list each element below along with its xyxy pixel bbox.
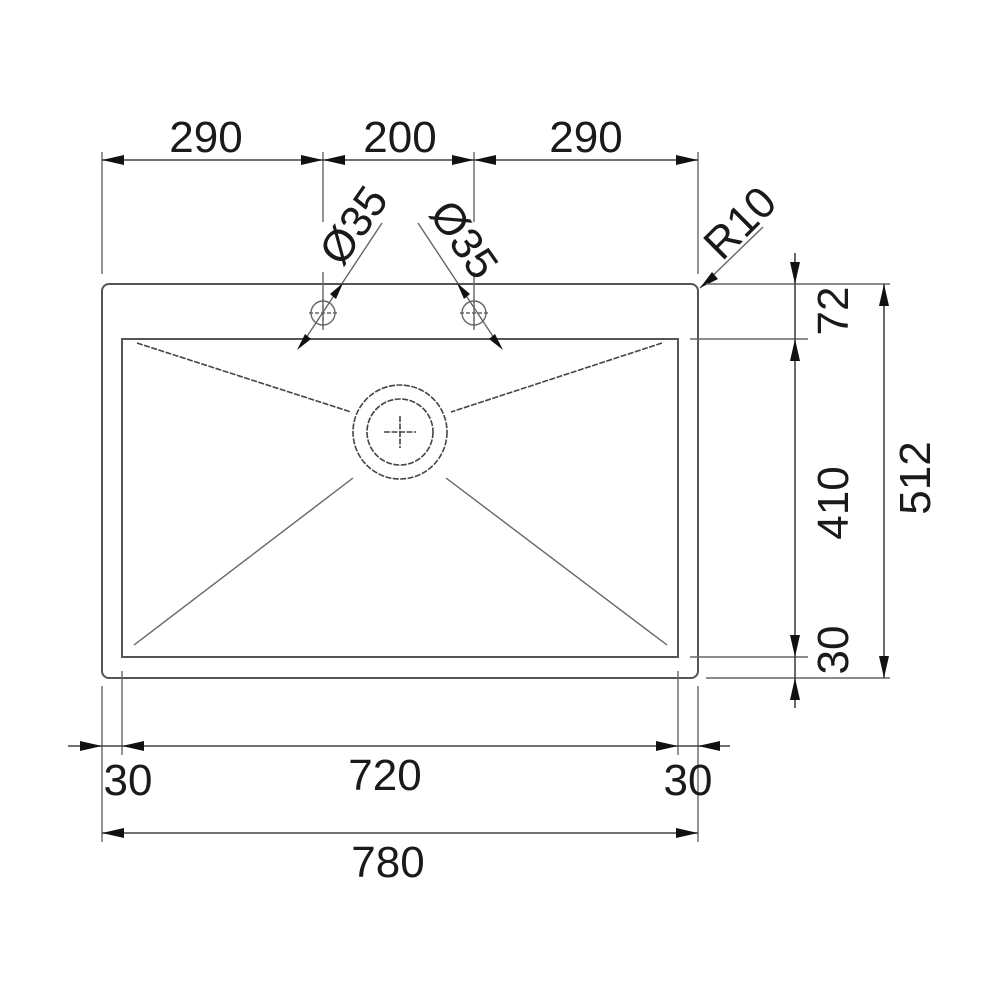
right-outer-dimension (879, 284, 889, 678)
sink-inner-bowl (121, 338, 679, 658)
sink-outer-rim (101, 283, 699, 679)
top-dimension-chain (101, 152, 699, 330)
dim-corner-radius: R10 (694, 177, 786, 269)
dim-bowl-width-720: 720 (348, 751, 421, 800)
dim-rim-back-72: 72 (809, 287, 858, 336)
dim-rim-left-30: 30 (104, 756, 153, 805)
dim-overall-width-780: 780 (351, 838, 424, 887)
dim-bowl-depth-410: 410 (809, 466, 858, 539)
dim-tap-hole-right-diameter: Ø35 (420, 192, 508, 288)
dim-rim-right-30: 30 (664, 756, 713, 805)
tap-hole-leaders (297, 222, 503, 350)
bottom-outer-dimension (102, 828, 698, 838)
drain-icon (352, 384, 448, 480)
bowl-slope-lines (133, 342, 668, 646)
dim-rim-front-30: 30 (809, 626, 858, 675)
dim-top-left-290: 290 (169, 113, 242, 162)
dim-top-center-200: 200 (363, 113, 436, 162)
corner-radius-leader (699, 226, 764, 289)
dim-overall-depth-512: 512 (891, 441, 940, 514)
bottom-inner-dimension-chain (68, 671, 730, 842)
right-inner-dimension-chain (690, 253, 890, 708)
dim-top-right-290: 290 (549, 113, 622, 162)
